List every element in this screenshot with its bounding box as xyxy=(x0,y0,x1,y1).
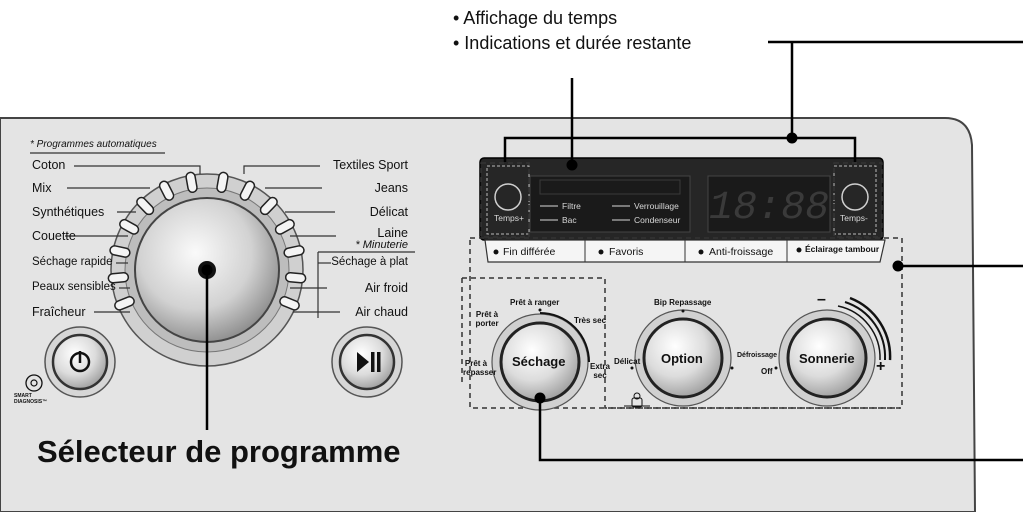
sechage-opt-pret-a-porter: Prêt à porter xyxy=(475,310,499,328)
sonnerie-opt-off: Off xyxy=(761,367,773,376)
sechage-opt-tres-sec: Très sec xyxy=(574,316,607,325)
timer-header-text: Minuterie xyxy=(362,239,408,251)
program-led-11 xyxy=(283,245,305,258)
sechage-button[interactable]: Séchage xyxy=(512,354,566,369)
display-digits: 18:88 xyxy=(709,186,829,231)
program-dial xyxy=(110,173,304,367)
lcd-bac: Bac xyxy=(562,215,577,225)
program-led-4 xyxy=(109,245,131,258)
program-coton[interactable]: Coton xyxy=(32,158,66,172)
program-textiles-sport[interactable]: Textiles Sport xyxy=(332,158,408,172)
program-led-8 xyxy=(239,180,256,201)
tab-anti-froissage[interactable]: Anti-froissage xyxy=(709,246,774,258)
program-delicat[interactable]: Délicat xyxy=(369,205,408,219)
program-sechage-a-plat[interactable]: Séchage à plat xyxy=(331,256,408,268)
program-air-froid[interactable]: Air froid xyxy=(364,281,408,295)
program-peaux-sensibles[interactable]: Peaux sensibles xyxy=(32,281,116,293)
sechage-knob-graphic xyxy=(491,312,590,411)
sonnerie-knob-graphic xyxy=(778,296,892,407)
timer-header: * Minuterie xyxy=(355,239,408,251)
program-led-7 xyxy=(216,171,229,194)
power-icon xyxy=(69,351,91,373)
program-led-0 xyxy=(185,171,198,194)
tab-favoris[interactable]: Favoris xyxy=(609,246,644,258)
program-jeans[interactable]: Jeans xyxy=(374,181,408,195)
program-mix[interactable]: Mix xyxy=(32,181,52,195)
program-sechage-rapide[interactable]: Séchage rapide xyxy=(32,256,113,268)
program-couette[interactable]: Couette xyxy=(32,229,76,243)
option-opt-delicat: Délicat xyxy=(614,357,641,366)
program-led-1 xyxy=(158,180,175,201)
program-air-chaud[interactable]: Air chaud xyxy=(355,305,408,319)
program-synthetiques[interactable]: Synthétiques xyxy=(32,205,105,219)
lcd-filtre: Filtre xyxy=(562,201,581,211)
sechage-opt-pret-a-ranger: Prêt à ranger xyxy=(510,298,560,307)
option-knob-graphic xyxy=(634,309,732,407)
callout-indications: • Indications et durée restante xyxy=(453,33,692,53)
program-led-13 xyxy=(279,296,300,311)
start-pause-button[interactable] xyxy=(340,335,394,389)
program-led-2 xyxy=(136,196,155,216)
sechage-opt-pret-a-repasser: Prêt à repasser xyxy=(463,359,497,377)
tab-eclairage-tambour[interactable]: Éclairage tambour xyxy=(805,244,880,254)
program-fraicheur[interactable]: Fraîcheur xyxy=(32,305,86,319)
play-pause-icon xyxy=(357,352,381,372)
program-indicator-leds xyxy=(107,171,307,311)
sonnerie-opt-minus: – xyxy=(817,291,826,308)
option-opt-defroissage: Défroissage xyxy=(737,352,778,359)
option-opt-bip-repassage: Bip Repassage xyxy=(654,298,712,307)
temps-plus-button[interactable]: Temps+ xyxy=(494,213,524,223)
program-led-6 xyxy=(114,296,135,311)
programs-header: * Programmes automatiques xyxy=(30,139,157,150)
tab-fin-differee[interactable]: Fin différée xyxy=(503,246,556,258)
sonnerie-opt-plus: + xyxy=(876,358,886,375)
program-led-12 xyxy=(284,272,307,284)
sonnerie-button[interactable]: Sonnerie xyxy=(799,351,855,366)
child-lock-icon xyxy=(624,392,650,408)
sechage-opt-extra-sec: Extra sec xyxy=(589,362,610,380)
program-led-5 xyxy=(107,272,130,284)
program-laine[interactable]: Laine xyxy=(377,226,408,240)
program-led-3 xyxy=(119,218,140,235)
power-button[interactable] xyxy=(53,335,107,389)
callout-program-selector: Sélecteur de programme xyxy=(37,434,401,469)
temps-minus-button[interactable]: Temps- xyxy=(840,213,868,223)
smart-diagnosis-label: SMART DIAGNOSIS™ xyxy=(14,393,48,405)
programs-header-text: Programmes automatiques xyxy=(36,139,157,150)
callout-time-display: • Affichage du temps xyxy=(453,8,618,28)
program-led-10 xyxy=(274,218,295,235)
program-led-9 xyxy=(259,196,278,216)
lcd-condenseur: Condenseur xyxy=(634,215,681,225)
option-button[interactable]: Option xyxy=(661,351,703,366)
smart-diagnosis-icon xyxy=(25,374,43,392)
lcd-verrouillage: Verrouillage xyxy=(634,201,679,211)
